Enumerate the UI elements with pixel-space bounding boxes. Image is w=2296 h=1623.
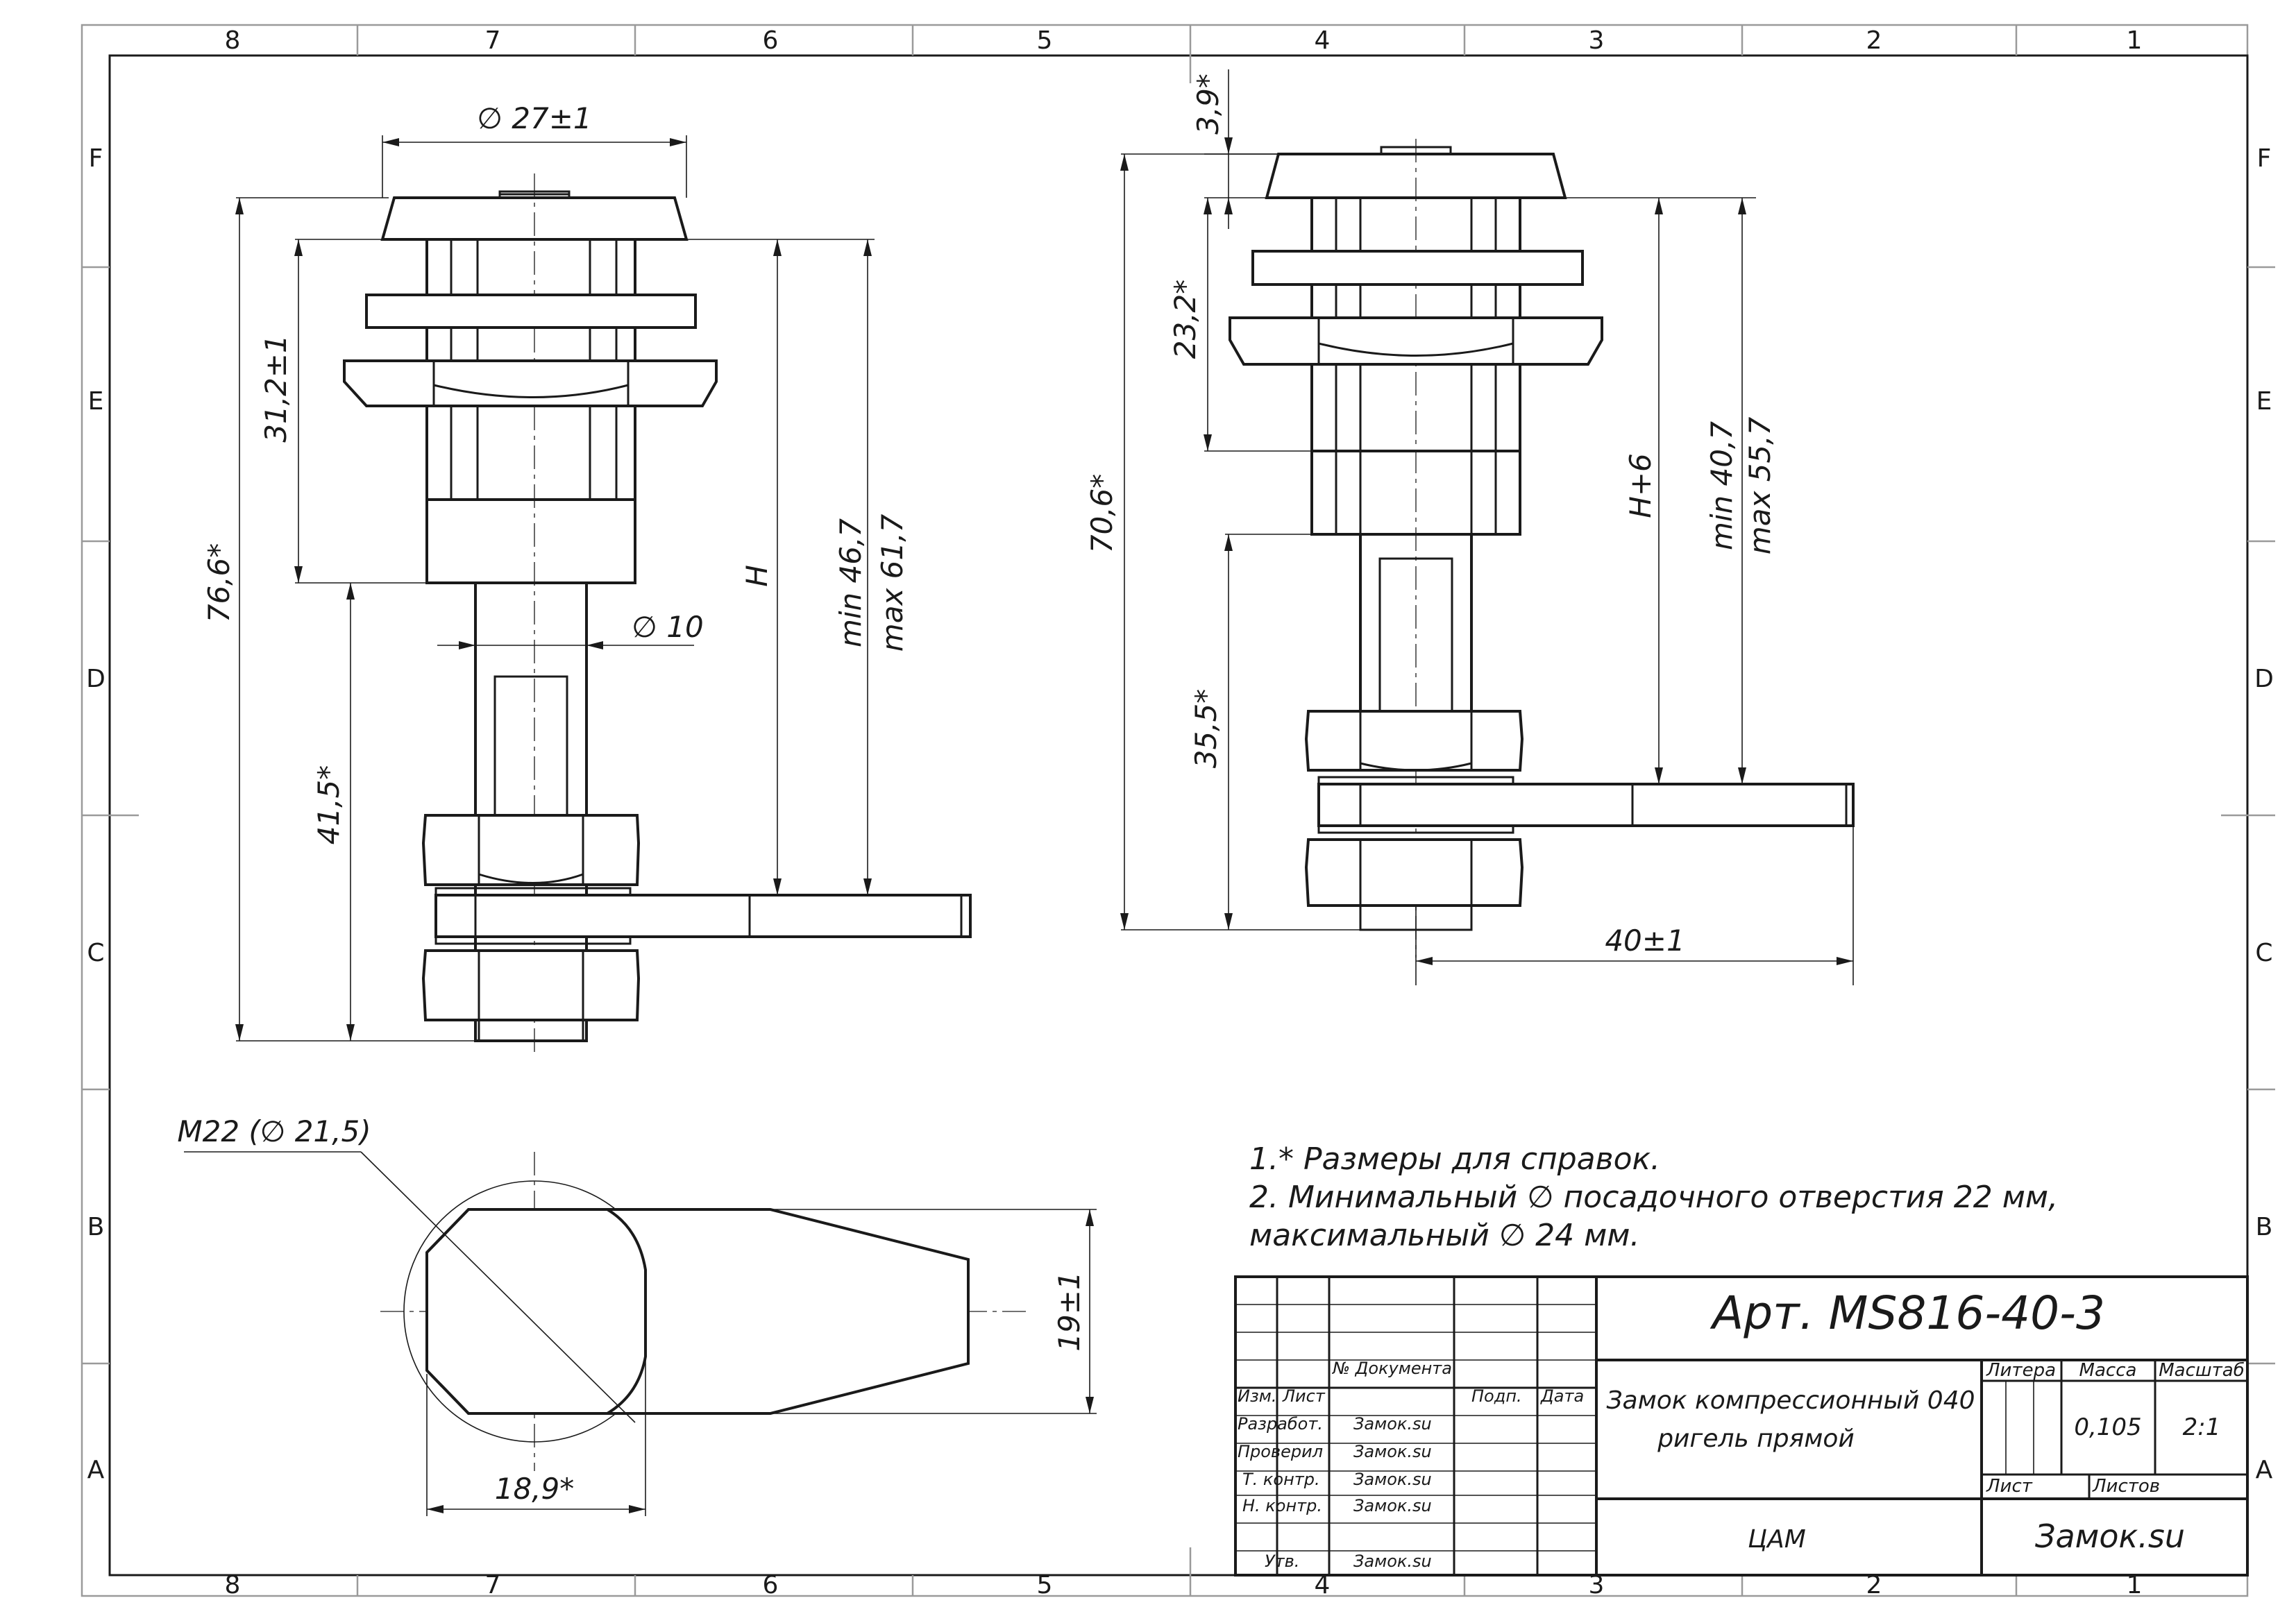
zone-row-f-right: F [2257, 144, 2272, 173]
sheet-frame: 8 7 6 5 4 3 2 1 8 7 6 5 4 3 2 1 F E D C … [81, 24, 2275, 1599]
dim-top-diameter: ∅ 27±1 [477, 101, 591, 135]
technical-notes: 1.* Размеры для справок. 2. Минимальный … [1249, 1141, 2058, 1253]
tb-header-podp: Подп. [1471, 1386, 1522, 1406]
zone-col-2: 2 [1866, 26, 1882, 55]
zone-row-e: E [88, 387, 104, 416]
tb-name-1: Замок.su [1353, 1414, 1432, 1434]
zone-row-f: F [89, 144, 103, 173]
tb-role-1: Разработ. [1238, 1414, 1323, 1434]
zone-col-7-bottom: 7 [485, 1571, 501, 1599]
dim-max-right: max 55,7 [1743, 417, 1777, 555]
zone-col-3-bottom: 3 [1589, 1571, 1605, 1599]
zone-row-a-right: A [2256, 1456, 2273, 1484]
zone-row-e-right: E [2256, 387, 2272, 416]
tb-material: ЦАМ [1748, 1525, 1806, 1554]
dim-shaft-diameter: ∅ 10 [632, 610, 703, 644]
zone-row-a: A [87, 1456, 105, 1484]
dim-total-height-right: 70,6* [1085, 474, 1119, 554]
zone-col-6: 6 [763, 26, 779, 55]
dim-H: H [740, 565, 774, 587]
tb-mass-value: 0,105 [2074, 1413, 2141, 1441]
dim-section-width: 18,9* [495, 1472, 575, 1506]
zone-row-c: C [87, 939, 104, 967]
dim-lower-height-right: 35,5* [1189, 689, 1223, 769]
tb-header-scale: Масштаб [2159, 1360, 2245, 1381]
tb-header-litera: Литера [1986, 1360, 2056, 1381]
zone-col-8-bottom: 8 [225, 1571, 241, 1599]
zone-col-5: 5 [1037, 26, 1053, 55]
zone-col-1: 1 [2127, 26, 2143, 55]
zone-col-4: 4 [1315, 26, 1331, 55]
dim-upper-offset: 23,2* [1168, 280, 1202, 359]
note-1: 1.* Размеры для справок. [1249, 1141, 1660, 1177]
tb-name-5: Замок.su [1353, 1552, 1432, 1571]
zone-col-4-bottom: 4 [1315, 1571, 1331, 1599]
tb-header-data: Дата [1540, 1386, 1584, 1406]
zone-col-3: 3 [1589, 26, 1605, 55]
tb-header-sheet: Лист [1986, 1476, 2033, 1497]
dim-section-height: 19±1 [1052, 1271, 1086, 1351]
dim-top-offset: 3,9* [1191, 74, 1225, 135]
note-2: 2. Минимальный ∅ посадочного отверстия 2… [1249, 1180, 2058, 1215]
tb-article: Арт. MS816-40-3 [1710, 1286, 2105, 1340]
tb-role-5: Утв. [1265, 1552, 1299, 1571]
zone-row-b: B [87, 1213, 105, 1241]
zone-row-c-right: C [2255, 939, 2272, 967]
zone-row-d: D [86, 665, 105, 693]
tb-role-4: Н. контр. [1242, 1496, 1322, 1515]
dim-H-plus: H+6 [1623, 453, 1657, 518]
tb-name-line1: Замок компрессионный 040 [1606, 1386, 1975, 1415]
tb-header-list: Лист [1282, 1386, 1326, 1406]
tb-header-sheets: Листов [2092, 1476, 2160, 1497]
zone-row-d-right: D [2254, 665, 2274, 693]
view-front-right: 3,9* 23,2* 70,6* 35,5* H+6 min 40,7 max … [1085, 69, 1855, 985]
zone-col-6-bottom: 6 [763, 1571, 779, 1599]
tb-name-4: Замок.su [1353, 1496, 1432, 1515]
dim-upper-height: 31,2±1 [259, 334, 293, 442]
tb-name-line2: ригель прямой [1657, 1425, 1855, 1453]
dim-min-right: min 40,7 [1705, 421, 1739, 550]
tb-role-2: Проверил [1238, 1442, 1323, 1461]
tb-header-izm: Изм. [1238, 1386, 1276, 1406]
tb-company: Замок.su [2035, 1518, 2185, 1555]
dim-min: min 46,7 [834, 518, 868, 647]
zone-col-2-bottom: 2 [1866, 1571, 1882, 1599]
tb-name-2: Замок.su [1353, 1442, 1432, 1461]
tb-header-doc: № Документа [1331, 1359, 1452, 1378]
zone-col-5-bottom: 5 [1037, 1571, 1053, 1599]
dim-max: max 61,7 [875, 514, 909, 652]
view-front-left: ∅ 27±1 76,6* 31,2±1 41,5* H min 46,7 max… [202, 101, 972, 1055]
tb-scale-value: 2:1 [2183, 1413, 2221, 1441]
tb-role-3: Т. контр. [1242, 1470, 1320, 1489]
title-block: № Документа Изм. Лист Подп. Дата Разрабо… [1234, 1275, 2249, 1577]
dim-total-height: 76,6* [202, 543, 236, 623]
tb-name-3: Замок.su [1353, 1470, 1432, 1489]
view-section-bottom: M22 (∅ 21,5) 19±1 18,9* [177, 1114, 1097, 1516]
zone-col-1-bottom: 1 [2127, 1571, 2143, 1599]
dim-length: 40±1 [1605, 924, 1685, 958]
zone-col-7: 7 [485, 26, 501, 55]
zone-row-b-right: B [2256, 1213, 2273, 1241]
dim-lower-height: 41,5* [312, 765, 346, 845]
zone-col-8: 8 [225, 26, 241, 55]
tb-header-massa: Масса [2079, 1360, 2137, 1381]
dim-thread: M22 (∅ 21,5) [177, 1114, 371, 1148]
note-3: максимальный ∅ 24 мм. [1249, 1218, 1639, 1253]
